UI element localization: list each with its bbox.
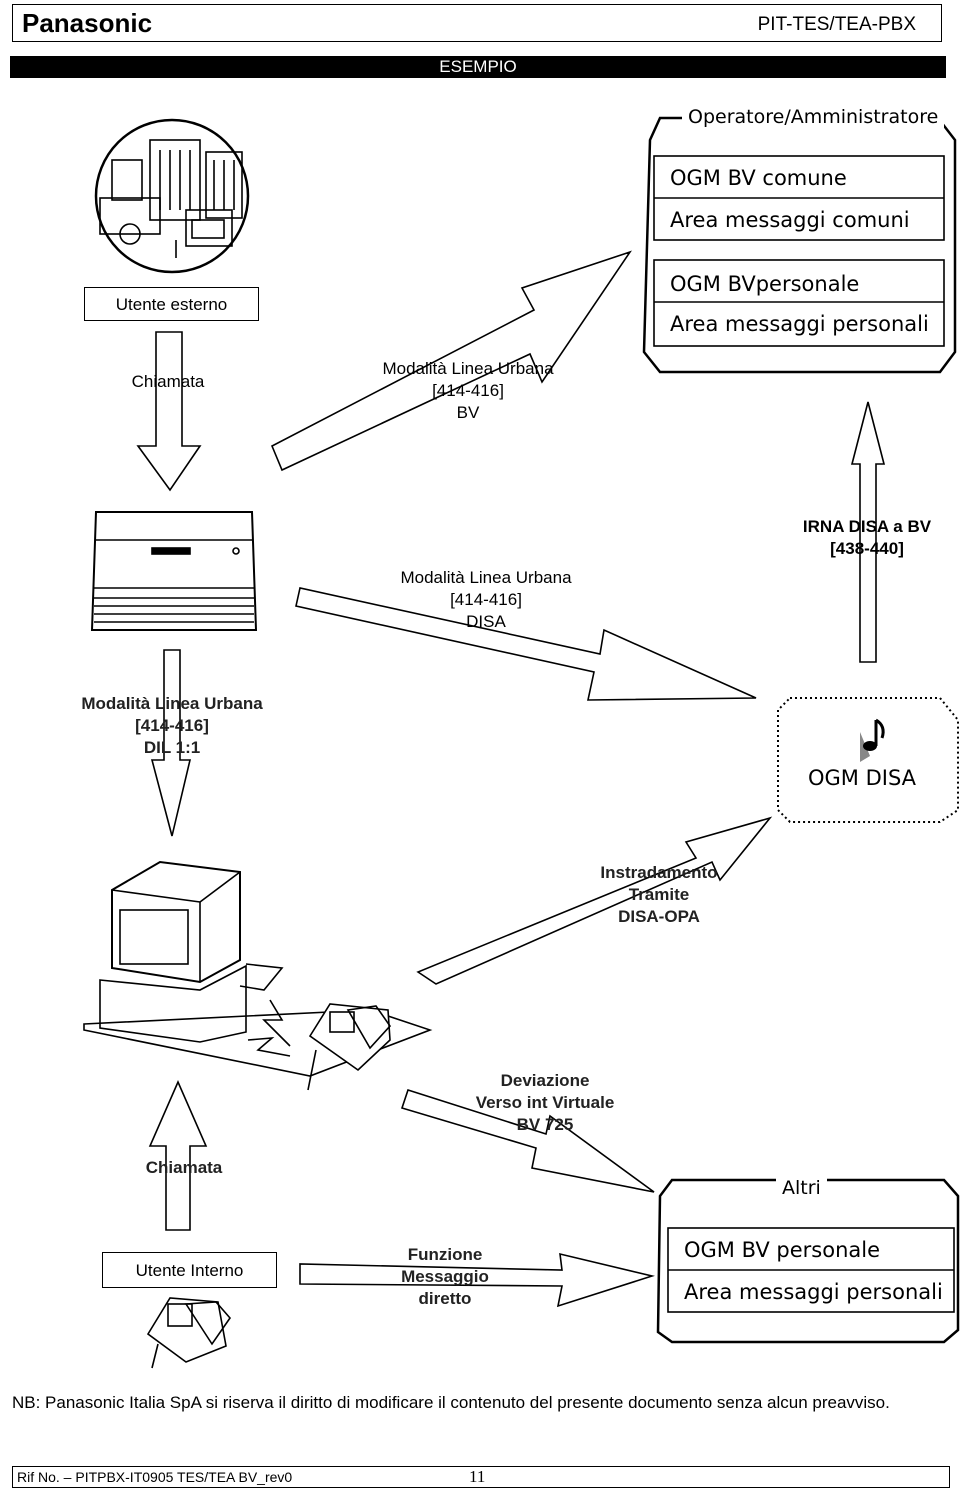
- footer-bar: Rif No. – PITPBX-IT0905 TES/TEA BV_rev0 …: [12, 1466, 950, 1488]
- line-mode-dil-label: Modalità Linea Urbana [414-416] DIL 1:1: [52, 693, 292, 759]
- operator-personal-row-1: OGM BVpersonale: [670, 272, 860, 296]
- operator-pc-illustration: [83, 860, 433, 1091]
- direct-message-line-2: Messaggio: [401, 1267, 489, 1286]
- external-user-box: Utente esterno: [84, 287, 259, 321]
- irna-line-2: [438-440]: [830, 539, 904, 558]
- pbx-brand-mark: [154, 549, 190, 555]
- irna-line-1: IRNA DISA a BV: [802, 517, 932, 536]
- footer-reference: Rif No. – PITPBX-IT0905 TES/TEA BV_rev0: [17, 1469, 293, 1485]
- others-row-1: OGM BV personale: [684, 1238, 881, 1262]
- arrow-diag-deviation: [400, 1088, 655, 1193]
- internal-user-phone-illustration: [146, 1297, 232, 1369]
- ogm-disa-label: OGM DISA: [808, 766, 917, 790]
- example-banner: ESEMPIO: [10, 56, 946, 78]
- ogm-disa-frame: [777, 697, 959, 823]
- operator-group-title: Operatore/Amministratore: [682, 106, 945, 128]
- call-top-label: Chiamata: [131, 372, 205, 391]
- line-mode-dil-line-3: DIL 1:1: [143, 738, 201, 757]
- others-group-frame: [656, 1178, 960, 1344]
- operator-personal-row-2: Area messaggi personali: [670, 312, 929, 336]
- operator-personal-box: [653, 259, 945, 347]
- line-mode-bv-line-2: [414-416]: [432, 381, 504, 400]
- arrow-diag-routing: [416, 816, 773, 985]
- routing-line-2: Tramite: [628, 885, 690, 904]
- direct-message-line-1: Funzione: [407, 1245, 483, 1264]
- internal-user-label: Utente Interno: [135, 1261, 244, 1280]
- arrow-up-call: [148, 1080, 208, 1231]
- deviation-line-1: Deviazione: [500, 1071, 590, 1090]
- brand-logo: Panasonic: [22, 8, 153, 38]
- line-mode-disa-line-2: [414-416]: [450, 590, 522, 609]
- header-frame: [12, 4, 942, 42]
- operator-common-row-2: Area messaggi comuni: [670, 208, 910, 232]
- routing-line-1: Instradamento: [600, 863, 718, 882]
- deviation-line-2: Verso int Virtuale: [475, 1093, 615, 1112]
- direct-message-label: Funzione Messaggio diretto: [380, 1244, 510, 1310]
- arrow-diag-disa: [295, 587, 757, 701]
- direct-message-line-3: diretto: [418, 1289, 472, 1308]
- line-mode-disa-line-3: DISA: [466, 612, 506, 631]
- line-mode-disa-label: Modalità Linea Urbana [414-416] DISA: [366, 567, 606, 633]
- disclaimer-note: NB: Panasonic Italia SpA si riserva il d…: [12, 1393, 890, 1412]
- irna-label: IRNA DISA a BV [438-440]: [760, 516, 960, 560]
- internal-user-box: Utente Interno: [102, 1252, 277, 1288]
- line-mode-bv-line-3: BV: [456, 403, 480, 422]
- line-mode-bv-label: Modalità Linea Urbana [414-416] BV: [348, 358, 588, 424]
- others-group-title: Altri: [776, 1177, 827, 1199]
- call-bottom-label: Chiamata: [145, 1158, 223, 1177]
- pbx-unit-illustration: [90, 511, 258, 631]
- line-mode-bv-line-1: Modalità Linea Urbana: [382, 359, 554, 378]
- deviation-label: Deviazione Verso int Virtuale BV 725: [440, 1070, 650, 1136]
- others-row-2: Area messaggi personali: [684, 1280, 943, 1304]
- arrow-down-dil: [150, 649, 192, 837]
- external-user-label: Utente esterno: [115, 295, 228, 314]
- arrow-up-irna: [850, 401, 886, 663]
- deviation-line-3: BV 725: [516, 1115, 574, 1134]
- operator-common-row-1: OGM BV comune: [670, 166, 847, 190]
- line-mode-disa-line-1: Modalità Linea Urbana: [400, 568, 572, 587]
- arrow-diag-bv: [270, 250, 632, 472]
- routing-line-3: DISA-OPA: [618, 907, 700, 926]
- line-mode-dil-line-2: [414-416]: [135, 716, 209, 735]
- arrow-right-direct: [299, 1252, 655, 1308]
- arrow-down-call: [136, 331, 202, 492]
- music-note-icon: [860, 718, 885, 762]
- line-mode-dil-line-1: Modalità Linea Urbana: [81, 694, 263, 713]
- external-user-illustration: [94, 118, 250, 274]
- routing-label: Instradamento Tramite DISA-OPA: [568, 862, 750, 928]
- page-number: 11: [469, 1467, 486, 1486]
- document-id: PIT-TES/TEA-PBX: [757, 14, 916, 35]
